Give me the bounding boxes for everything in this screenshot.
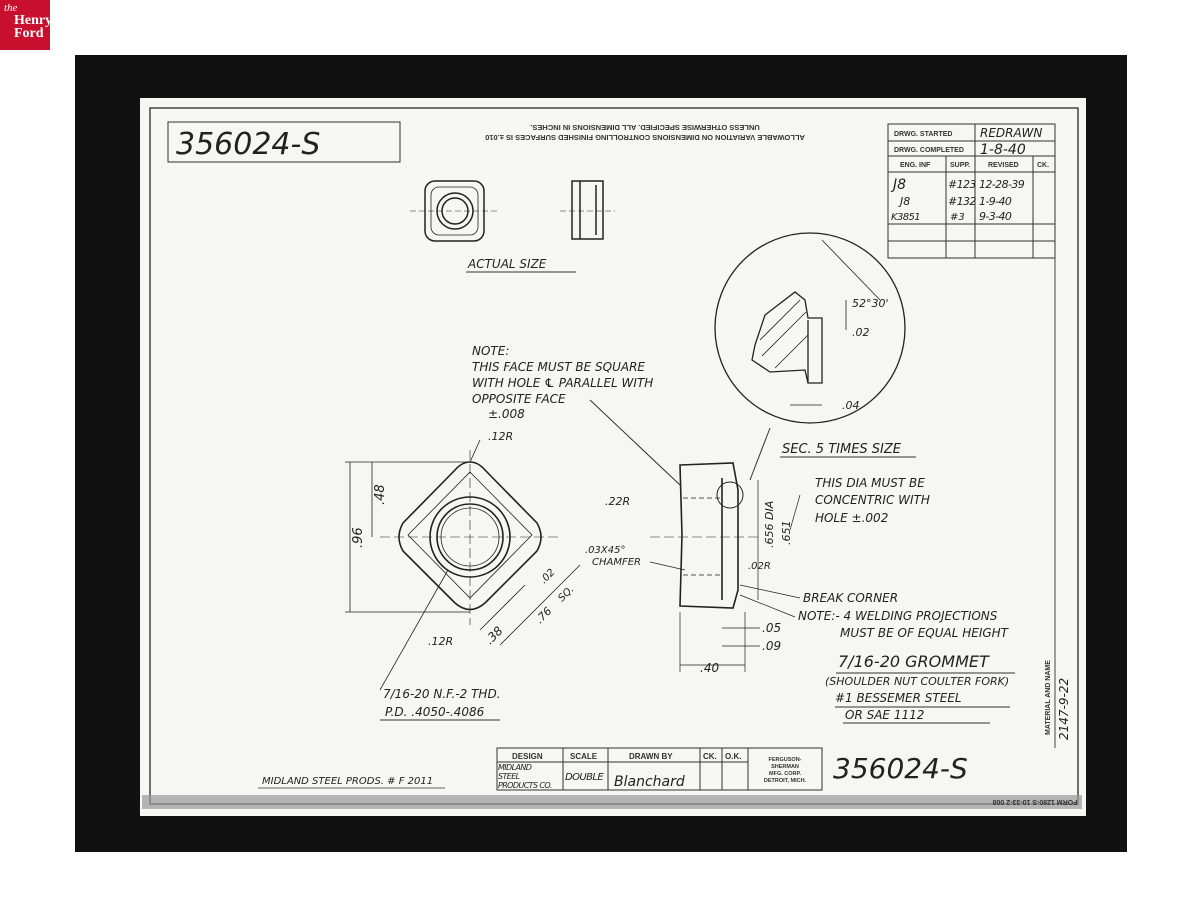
svg-text:DOUBLE: DOUBLE — [565, 772, 604, 783]
svg-text:7/16-20 GROMMET: 7/16-20 GROMMET — [838, 652, 990, 671]
svg-text:OR SAE 1112: OR SAE 1112 — [845, 708, 924, 722]
svg-text:12-28-39: 12-28-39 — [979, 178, 1025, 191]
section-detail — [714, 232, 906, 424]
svg-text:DRWG. COMPLETED: DRWG. COMPLETED — [894, 147, 964, 154]
svg-text:.48: .48 — [373, 484, 388, 505]
paper-sheet — [140, 98, 1086, 816]
svg-text:±.008: ±.008 — [488, 407, 525, 421]
svg-text:#3: #3 — [950, 212, 965, 223]
svg-text:K3851: K3851 — [891, 212, 920, 223]
svg-text:THIS FACE MUST BE SQUARE: THIS FACE MUST BE SQUARE — [472, 360, 645, 374]
thread-note-1: 7/16-20 N.F.-2 THD. — [383, 687, 501, 701]
revision-rows: J8 #123 12-28-39 J8 #132 1-9-40 K3851 #3… — [890, 177, 1025, 223]
front-view — [345, 439, 581, 691]
form-number: FORM 1280-S 10-33-2 008 — [992, 798, 1077, 805]
svg-text:SCALE: SCALE — [570, 752, 598, 761]
concentric-note: THIS DIA MUST BE CONCENTRIC WITH HOLE ±.… — [815, 476, 930, 525]
side-view — [649, 462, 801, 672]
svg-text:DRAWN BY: DRAWN BY — [629, 752, 673, 761]
svg-text:WITH HOLE ℄ PARALLEL WITH: WITH HOLE ℄ PARALLEL WITH — [472, 376, 653, 390]
svg-text:.12R: .12R — [488, 430, 513, 443]
svg-text:HOLE ±.002: HOLE ±.002 — [815, 511, 888, 525]
svg-text:SUPP.: SUPP. — [950, 162, 970, 169]
section-label: SEC. 5 TIMES SIZE — [782, 442, 902, 457]
svg-text:MFG. CORP.: MFG. CORP. — [769, 771, 801, 777]
svg-text:THIS DIA MUST BE: THIS DIA MUST BE — [815, 476, 925, 490]
svg-text:REDRAWN: REDRAWN — [980, 126, 1042, 140]
svg-text:DETROIT, MICH.: DETROIT, MICH. — [764, 778, 807, 784]
svg-text:.12R: .12R — [428, 635, 453, 648]
svg-text:O.K.: O.K. — [725, 752, 741, 761]
svg-text:#1 BESSEMER STEEL: #1 BESSEMER STEEL — [835, 691, 962, 705]
svg-text:MIDLAND: MIDLAND — [498, 763, 532, 772]
company-stamp: FERGUSON- SHERMAN MFG. CORP. DETROIT, MI… — [764, 757, 807, 784]
svg-text:.02: .02 — [852, 326, 870, 339]
part-number-box — [167, 121, 401, 163]
material-date: 2147-9-22 — [1057, 678, 1071, 740]
svg-text:CK.: CK. — [1037, 162, 1049, 169]
welding-note-1: NOTE:- 4 WELDING PROJECTIONS — [798, 609, 998, 623]
svg-text:1-9-40: 1-9-40 — [979, 195, 1012, 208]
svg-text:#123: #123 — [948, 178, 976, 191]
form-strip — [142, 795, 1082, 809]
svg-text:#132: #132 — [948, 195, 976, 208]
tolerance-note: ALLOWABLE VARIATION ON DIMENSIONS CONTRO… — [485, 123, 805, 142]
welding-note-2: MUST BE OF EQUAL HEIGHT — [840, 626, 1010, 640]
svg-text:.05: .05 — [762, 621, 781, 635]
svg-text:STEEL: STEEL — [498, 772, 520, 781]
svg-text:.03X45°: .03X45° — [585, 545, 625, 556]
svg-text:1-8-40: 1-8-40 — [980, 142, 1026, 158]
revision-block — [887, 123, 1056, 259]
svg-text:.40: .40 — [700, 661, 719, 675]
thread-note-2: P.D. .4050-.4086 — [385, 705, 485, 719]
svg-text:.04: .04 — [842, 399, 860, 412]
svg-text:NOTE:: NOTE: — [472, 344, 509, 358]
svg-text:ENG. INF: ENG. INF — [900, 162, 931, 169]
svg-text:CONCENTRIC WITH: CONCENTRIC WITH — [815, 493, 930, 507]
actual-size-label: ACTUAL SIZE — [467, 257, 547, 271]
svg-text:FERGUSON-: FERGUSON- — [769, 757, 802, 763]
svg-text:(SHOULDER NUT COULTER FORK): (SHOULDER NUT COULTER FORK) — [825, 675, 1009, 688]
svg-text:J8: J8 — [898, 195, 910, 208]
svg-text:.96: .96 — [351, 527, 366, 548]
svg-text:DRWG. STARTED: DRWG. STARTED — [894, 131, 952, 138]
svg-text:.09: .09 — [762, 639, 781, 653]
svg-text:9-3-40: 9-3-40 — [979, 210, 1012, 223]
svg-text:DESIGN: DESIGN — [512, 752, 543, 761]
svg-text:.656 DIA: .656 DIA — [763, 501, 776, 548]
svg-text:J8: J8 — [890, 177, 906, 193]
drawn-by-signature: Blanchard — [614, 774, 685, 790]
svg-text:PRODUCTS CO.: PRODUCTS CO. — [498, 781, 552, 790]
svg-text:.02R: .02R — [748, 561, 771, 572]
break-corner-note: BREAK CORNER — [803, 591, 898, 605]
face-note: NOTE: THIS FACE MUST BE SQUARE WITH HOLE… — [472, 344, 653, 421]
svg-text:CK.: CK. — [703, 752, 717, 761]
svg-text:SHERMAN: SHERMAN — [771, 764, 799, 770]
part-number-bottom: 356024-S — [833, 752, 968, 785]
svg-text:.22R: .22R — [605, 495, 630, 508]
svg-text:OPPOSITE FACE: OPPOSITE FACE — [472, 392, 566, 406]
part-number: 356024-S — [176, 127, 320, 162]
actual-size-front-view — [410, 180, 500, 242]
actual-size-side-view — [560, 180, 615, 240]
material-label: MATERIAL AND NAME — [1045, 660, 1052, 735]
source-note: MIDLAND STEEL PRODS. # F 2011 — [262, 776, 433, 787]
svg-text:REVISED: REVISED — [988, 162, 1019, 169]
svg-text:CHAMFER: CHAMFER — [592, 557, 641, 568]
part-name: 7/16-20 GROMMET (SHOULDER NUT COULTER FO… — [825, 652, 1009, 722]
title-block — [496, 747, 823, 791]
svg-text:.651: .651 — [780, 521, 793, 546]
svg-text:52°30': 52°30' — [852, 297, 889, 310]
